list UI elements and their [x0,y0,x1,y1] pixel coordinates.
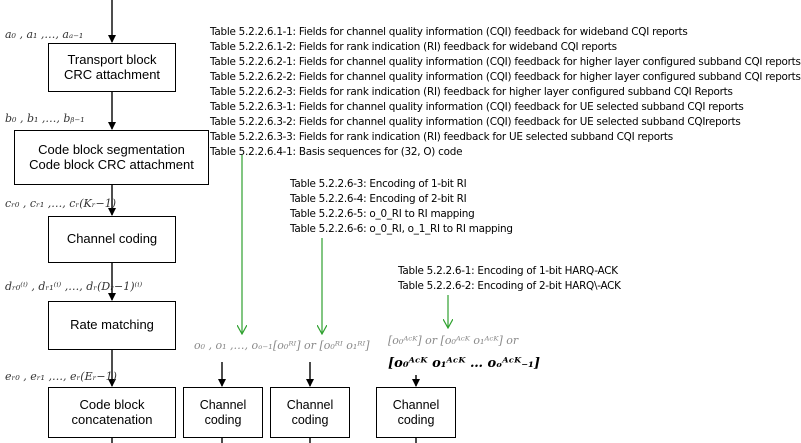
channel-coding-box: Channel coding [48,216,176,263]
concatenation-line-1: Code block [79,396,145,412]
cqi-coding-line-1: Channel [199,398,247,413]
ack-table-ref: Table 5.2.2.6-1: Encoding of 1-bit HARQ-… [398,265,618,277]
cqi-table-references: Table 5.2.2.6.1-1: Fields for channel qu… [210,25,801,160]
concatenation-line-2: concatenation [71,411,153,427]
signal-o-ack-2: [o₀ᴬᶜᴷ o₁ᴬᶜᴷ … oₒᴬᶜᴷ₋₁] [388,356,540,371]
ack-table-ref: Table 5.2.2.6-2: Encoding of 2-bit HARQ\… [398,280,621,292]
ri-table-ref: Table 5.2.2.6-5: o_0_RI to RI mapping [290,208,475,220]
ri-table-ref: Table 5.2.2.6-4: Encoding of 2-bit RI [290,193,467,205]
ack-coding-line-2: coding [397,412,435,427]
ri-table-ref: Table 5.2.2.6-6: o_0_RI, o_1_RI to RI ma… [290,223,513,235]
cqi-table-ref: Table 5.2.2.6.1-1: Fields for channel qu… [210,26,688,38]
segmentation-line-1: Code block segmentation [38,141,185,157]
code-block-segmentation-box: Code block segmentation Code block CRC a… [14,130,209,185]
transport-crc-line-1: Transport block [67,51,157,67]
cqi-table-ref: Table 5.2.2.6.4-1: Basis sequences for (… [210,146,463,158]
ack-table-references: Table 5.2.2.6-1: Encoding of 1-bit HARQ-… [398,264,621,294]
ri-table-references: Table 5.2.2.6-3: Encoding of 1-bit RI Ta… [290,177,513,237]
signal-e: eᵣ₀ , eᵣ₁ ,…, eᵣ(Eᵣ−1) [5,370,117,383]
ack-channel-coding-box: Channel coding [376,387,456,438]
cqi-table-ref: Table 5.2.2.6.3-3: Fields for rank indic… [210,131,673,143]
signal-a: a₀ , a₁ ,…, aₐ₋₁ [5,28,84,41]
ri-coding-line-1: Channel [286,398,334,413]
cqi-table-ref: Table 5.2.2.6.2-2: Fields for channel qu… [210,71,801,83]
ack-coding-line-1: Channel [392,398,440,413]
cqi-table-ref: Table 5.2.2.6.2-1: Fields for channel qu… [210,56,801,68]
signal-o-cqi: o₀ , o₁ ,…, oₒ₋₁ [194,339,273,352]
rate-matching-box: Rate matching [48,301,176,350]
ri-table-ref: Table 5.2.2.6-3: Encoding of 1-bit RI [290,178,467,190]
signal-o-ack-1: [o₀ᴬᶜᴷ] or [o₀ᴬᶜᴷ o₁ᴬᶜᴷ] or [388,334,519,347]
cqi-coding-line-2: coding [204,412,242,427]
cqi-table-ref: Table 5.2.2.6.3-1: Fields for channel qu… [210,101,744,113]
segmentation-line-2: Code block CRC attachment [29,156,194,172]
signal-o-ri: [o₀ᴿᴵ] or [o₀ᴿᴵ o₁ᴿᴵ] [273,339,370,352]
ri-channel-coding-box: Channel coding [270,387,350,438]
transport-block-crc-box: Transport block CRC attachment [48,43,176,92]
cqi-table-ref: Table 5.2.2.6.2-3: Fields for rank indic… [210,86,733,98]
signal-d: dᵣ₀⁽ⁱ⁾ , dᵣ₁⁽ⁱ⁾ ,…, dᵣ(Dᵣ−1)⁽ⁱ⁾ [5,280,143,293]
rate-matching-label: Rate matching [70,317,154,333]
transport-crc-line-2: CRC attachment [63,66,161,82]
cqi-table-ref: Table 5.2.2.6.1-2: Fields for rank indic… [210,41,617,53]
cqi-table-ref: Table 5.2.2.6.3-2: Fields for channel qu… [210,116,741,128]
code-block-concatenation-box: Code block concatenation [48,387,176,438]
ri-coding-line-2: coding [291,412,329,427]
signal-c: cᵣ₀ , cᵣ₁ ,…, cᵣ(Kᵣ−1) [5,197,117,210]
signal-b: b₀ , b₁ ,…, bᵦ₋₁ [5,112,85,125]
cqi-channel-coding-box: Channel coding [183,387,263,438]
channel-coding-label: Channel coding [66,231,158,247]
